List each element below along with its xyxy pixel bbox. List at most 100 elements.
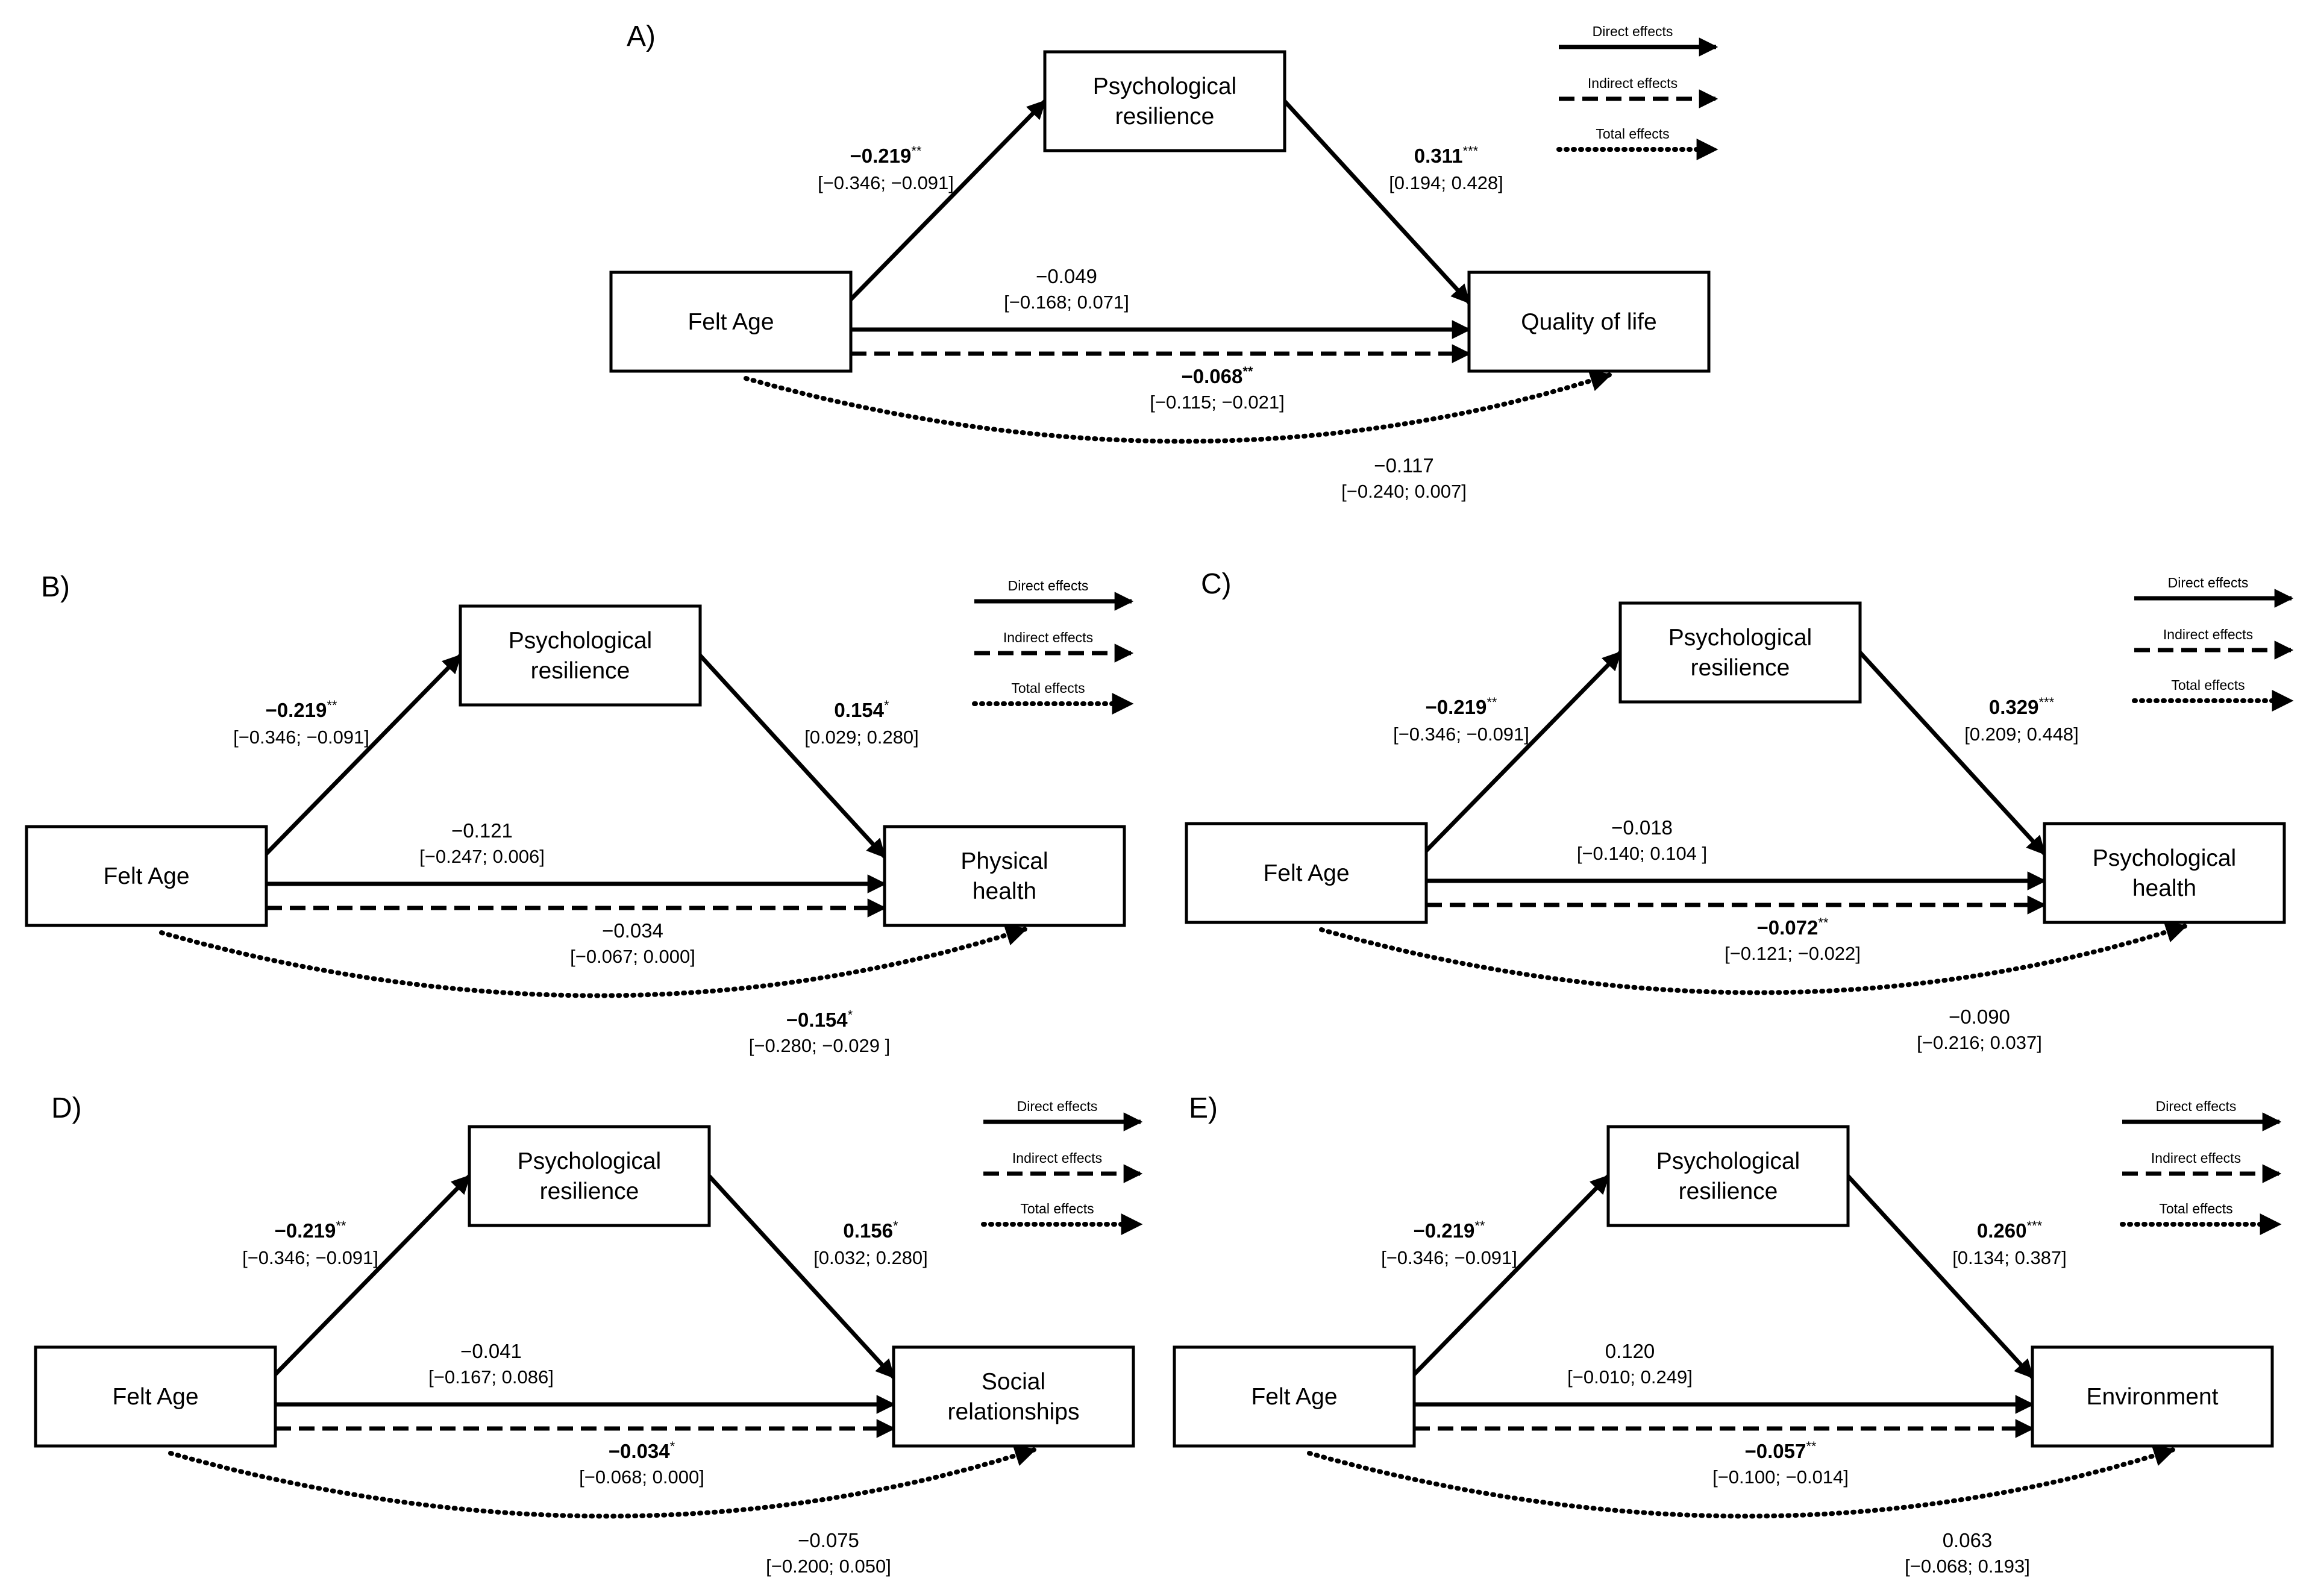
predictor-box: Felt Age <box>609 271 853 373</box>
a-path-coefficient: −0.219** <box>266 698 337 721</box>
direct-effect-coefficient: −0.121 <box>451 819 513 842</box>
indirect-effect-coefficient-value: −0.057 <box>1745 1440 1806 1462</box>
direct-effect-coefficient-value: 0.120 <box>1605 1340 1655 1362</box>
a-path-coefficient-value: −0.219 <box>850 145 912 167</box>
mediator-box-label: Psychological <box>1668 625 1812 651</box>
mediator-box-border <box>1043 50 1286 152</box>
mediator-box-border <box>468 1125 711 1227</box>
a-path-coefficient: −0.219** <box>1426 695 1497 718</box>
legend-direct-label: Direct effects <box>1593 23 1673 39</box>
panel-b: B) Felt Age PsychologicalresiliencePhysica… <box>25 571 1134 1056</box>
b-path-coefficient: 0.311*** <box>1414 143 1479 167</box>
indirect-effect-coefficient-value: −0.072 <box>1757 916 1819 939</box>
a-path-arrow <box>1412 1174 1610 1376</box>
predictor-box-border <box>34 1345 277 1448</box>
b-path-coefficient-value: 0.311 <box>1414 145 1463 167</box>
mediator-box: Psychological resilience <box>1606 1125 1850 1227</box>
mediator-box-border <box>1606 1125 1850 1227</box>
mediator-box-label: resilience <box>1679 1178 1778 1204</box>
a-path-ci: [−0.346; −0.091] <box>233 727 369 748</box>
mediator-box-border <box>1618 601 1862 704</box>
a-path-arrow <box>274 1174 471 1376</box>
legend-total-label: Total effects <box>2171 677 2245 693</box>
total-effect-coefficient-value: −0.117 <box>1374 454 1433 477</box>
legend-indirect-label: Indirect effects <box>2163 627 2253 642</box>
a-path-coefficient-significance: ** <box>1474 1218 1485 1233</box>
total-effect-arrow <box>168 1445 1037 1519</box>
total-effect-coefficient: 0.063 <box>1943 1529 1993 1551</box>
outcome-box-label: health <box>2132 875 2196 901</box>
total-effect-ci: [−0.200; 0.050] <box>766 1556 891 1577</box>
predictor-box-border <box>25 825 268 927</box>
b-path-coefficient-significance: *** <box>2026 1218 2042 1233</box>
b-path-ci: [0.209; 0.448] <box>1964 724 2079 745</box>
panel-d: D)Felt AgePsychologicalresilienceSocialr… <box>34 1092 1143 1577</box>
indirect-effect-coefficient-value: −0.034 <box>602 919 663 942</box>
total-effect-ci: [−0.280; −0.029 ] <box>749 1035 890 1056</box>
panel-e: E)Felt AgePsychologicalresilienceEnviron… <box>1173 1092 2282 1577</box>
b-path-coefficient-value: 0.154 <box>834 699 884 721</box>
b-path-arrow <box>1858 651 2046 856</box>
direct-effect-ci: [−0.010; 0.249] <box>1567 1366 1693 1388</box>
predictor-box-label: Felt Age <box>688 309 774 335</box>
total-effect-coefficient-value: 0.063 <box>1943 1529 1993 1551</box>
legend-indirect-label: Indirect effects <box>2151 1150 2241 1166</box>
indirect-effect-coefficient-significance: ** <box>1818 915 1829 930</box>
outcome-box-label: Environment <box>2087 1384 2219 1410</box>
a-path-coefficient-significance: ** <box>911 143 922 158</box>
indirect-effect-coefficient: −0.034 <box>602 919 663 942</box>
outcome-box-border <box>1467 271 1711 373</box>
outcome-box-border <box>2043 822 2286 924</box>
total-effect-coefficient-value: −0.075 <box>798 1529 859 1551</box>
outcome-box-border <box>892 1345 1135 1448</box>
panel-label: B) <box>41 571 70 603</box>
indirect-effect-ci: [−0.100; −0.014] <box>1712 1466 1849 1488</box>
direct-effect-ci: [−0.167; 0.086] <box>428 1366 554 1388</box>
indirect-effect-ci: [−0.068; 0.000] <box>579 1466 704 1488</box>
predictor-box-border <box>609 271 853 373</box>
a-path-coefficient-value: −0.219 <box>266 699 327 721</box>
a-path-arrow <box>265 654 462 856</box>
a-path-coefficient-significance: ** <box>1487 695 1497 710</box>
legend-indirect-label: Indirect effects <box>1012 1150 1102 1166</box>
direct-effect-coefficient-value: −0.041 <box>460 1340 522 1362</box>
total-effect-ci: [−0.240; 0.007] <box>1341 481 1467 502</box>
direct-effect-coefficient: −0.018 <box>1611 816 1673 839</box>
b-path-coefficient: 0.260*** <box>1977 1218 2043 1242</box>
a-path-coefficient-value: −0.219 <box>1414 1219 1475 1242</box>
predictor-box-border <box>1185 822 1428 924</box>
mediator-box-label: Psychological <box>509 628 652 654</box>
legend-indirect-label: Indirect effects <box>1003 630 1093 645</box>
b-path-coefficient: 0.156* <box>843 1218 898 1242</box>
b-path-ci: [0.032; 0.280] <box>813 1247 928 1268</box>
panel-a: A)Felt AgePsychologicalresilienceQuality… <box>609 20 1718 502</box>
legend-direct-label: Direct effects <box>2156 1098 2237 1114</box>
total-effect-arrow <box>159 924 1028 998</box>
b-path-arrow <box>698 654 886 859</box>
mediator-box-label: Psychological <box>1656 1148 1800 1174</box>
outcome-box: Psychological health <box>2043 822 2286 924</box>
direct-effect-coefficient: 0.120 <box>1605 1340 1655 1362</box>
mediator-box-border <box>459 604 702 707</box>
indirect-effect-coefficient-significance: ** <box>1242 364 1253 379</box>
total-effect-ci: [−0.216; 0.037] <box>1917 1032 2042 1053</box>
legend-total-label: Total effects <box>2159 1201 2232 1216</box>
legend-indirect-label: Indirect effects <box>1588 75 1678 91</box>
predictor-box: Felt Age <box>25 825 268 927</box>
panel-label: C) <box>1201 568 1232 600</box>
legend-total-label: Total effects <box>1011 680 1085 696</box>
outcome-box: Quality of life <box>1467 271 1711 373</box>
legend-total-label: Total effects <box>1596 126 1669 142</box>
outcome-box-label: Quality of life <box>1521 309 1656 335</box>
a-path-coefficient-value: −0.219 <box>1426 696 1487 718</box>
indirect-effect-coefficient: −0.068** <box>1182 364 1253 387</box>
outcome-box-border <box>883 825 1126 927</box>
outcome-box-label: Psychological <box>2093 845 2236 871</box>
